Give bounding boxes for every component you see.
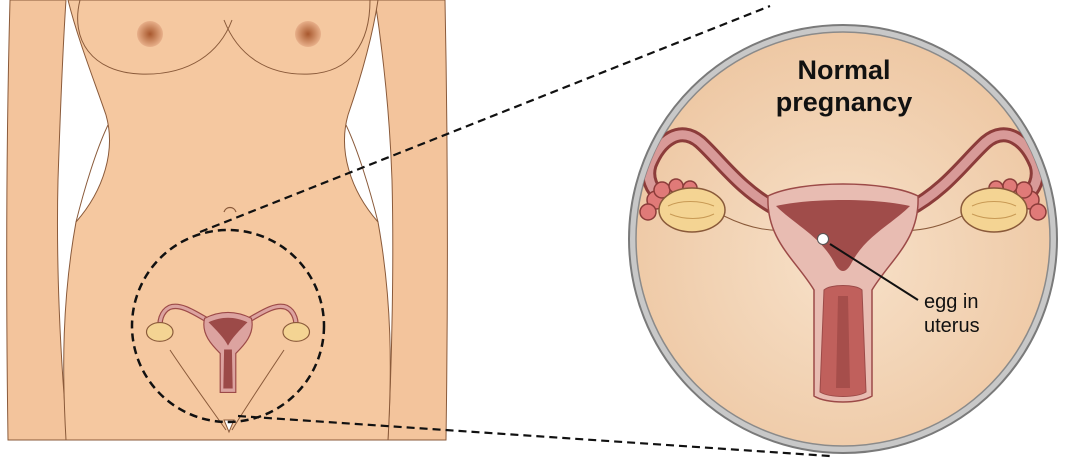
left-arm [7, 0, 68, 440]
title-line-1: Normal [797, 55, 890, 85]
callout-label-line-1: egg in [924, 291, 979, 313]
egg [818, 234, 829, 245]
right-ovary [961, 188, 1027, 232]
title-line-2: pregnancy [776, 87, 913, 117]
callout-label-line-2: uterus [924, 315, 980, 337]
magnified-view: Normal pregnancy egg in uterus [629, 25, 1057, 453]
right-nipple [295, 21, 321, 47]
left-nipple [137, 21, 163, 47]
left-ovary [659, 188, 725, 232]
